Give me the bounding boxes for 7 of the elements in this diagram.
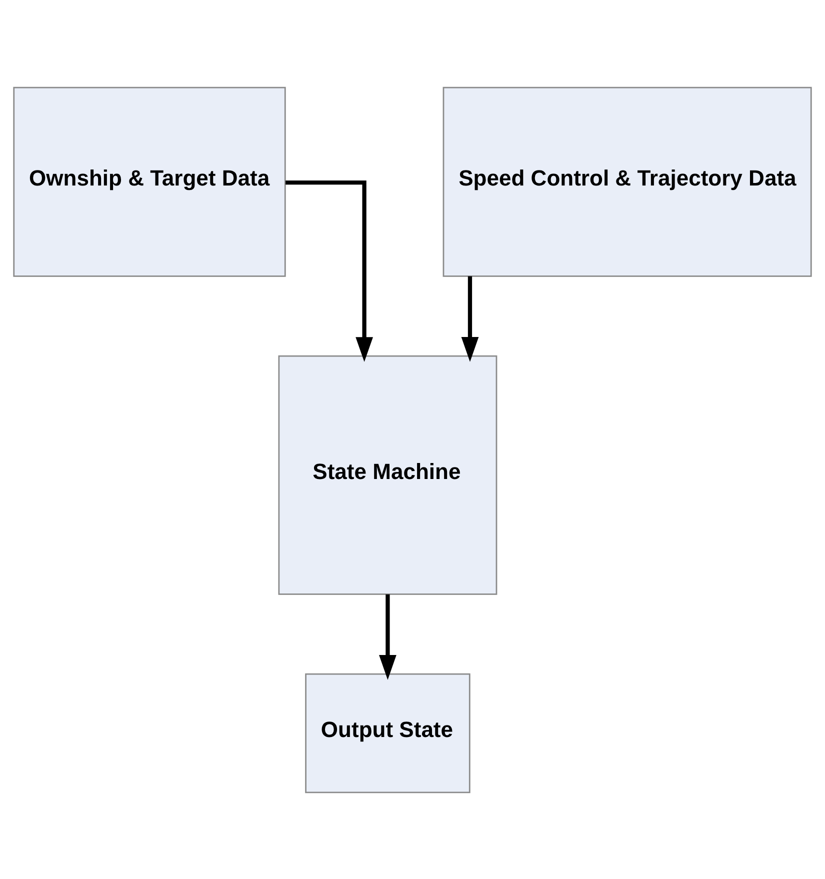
- node-box: Output State: [305, 672, 470, 793]
- node-box: Ownship & Target Data: [13, 86, 286, 276]
- arrow: [286, 180, 373, 362]
- node-box: State Machine: [278, 354, 498, 594]
- arrow: [379, 594, 396, 680]
- arrow: [461, 276, 479, 362]
- node-box: Speed Control & Trajectory Data: [442, 86, 812, 276]
